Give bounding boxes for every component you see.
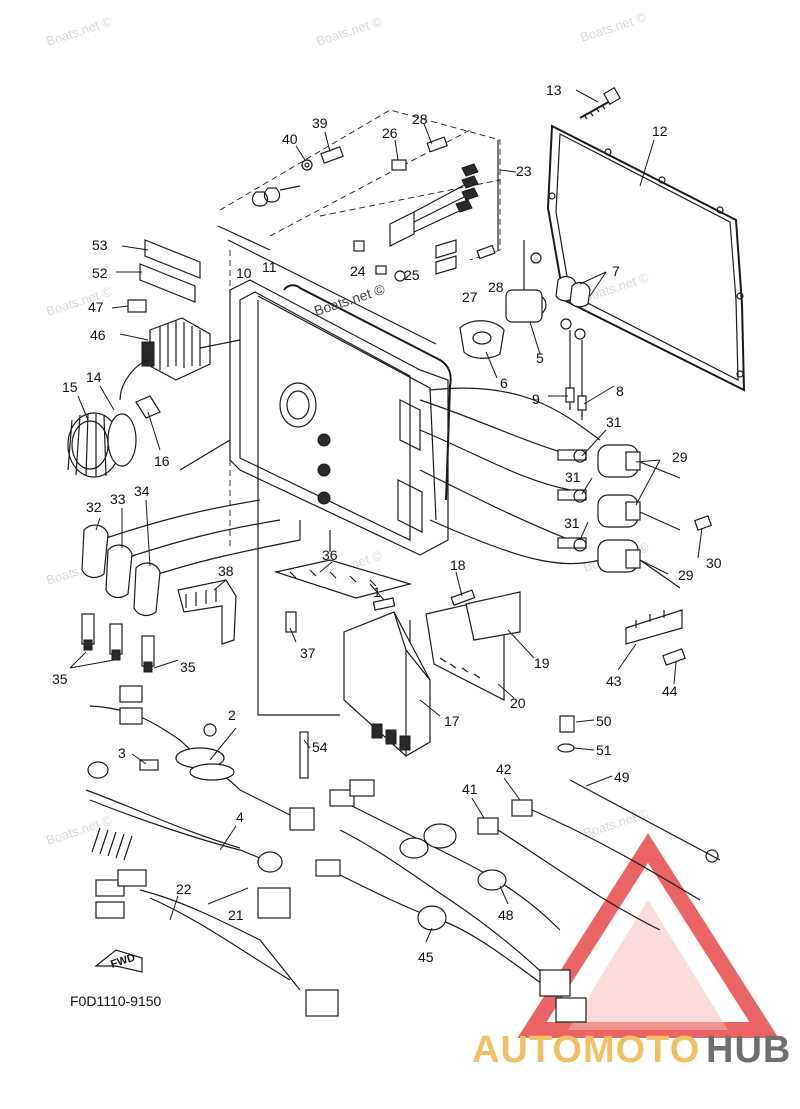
callout-label: 46	[90, 327, 106, 343]
plug-caps	[81, 499, 301, 673]
callout-label: 29	[672, 449, 688, 465]
callout-label: 22	[176, 881, 192, 897]
callout-label: 31	[564, 515, 580, 531]
bracket-43	[625, 609, 686, 666]
watermark: Boats.net ©	[578, 9, 648, 44]
callout-label: 33	[110, 491, 126, 507]
callout-label: 11	[262, 259, 277, 275]
callout-label: 31	[565, 469, 581, 485]
callout-label: 5	[536, 350, 544, 366]
callout-label: 7	[612, 263, 620, 279]
callout-label: 24	[350, 263, 366, 279]
drawing-code: F0D1110-9150	[70, 993, 162, 1009]
watermark: Boats.net ©	[314, 13, 384, 48]
cap-group	[67, 359, 161, 478]
logo-triangle-outer	[517, 833, 779, 1038]
callout-label: 17	[444, 713, 460, 729]
callout-label: 31	[606, 414, 622, 430]
coil-29-c	[557, 537, 681, 589]
harness-21-22	[94, 869, 339, 1017]
callout-label: 6	[500, 375, 508, 391]
callout-label: 43	[606, 673, 622, 689]
watermark: Boats.net ©	[44, 13, 114, 48]
callout-label: 30	[706, 555, 722, 571]
bolt-13	[579, 86, 622, 120]
harness-2	[89, 685, 315, 831]
callout-label: 37	[300, 645, 316, 661]
electrical-box	[229, 279, 452, 556]
callout-label: 35	[180, 659, 196, 675]
callout-label: 14	[86, 369, 102, 385]
brand-logo: AUTOMOTO HUB	[472, 833, 791, 1071]
cables-41-42-49	[477, 715, 721, 931]
callout-label: 54	[312, 739, 328, 755]
callout-label: 41	[462, 781, 478, 797]
watermark: Boats.net ©	[581, 805, 651, 840]
ignition-coils	[419, 387, 713, 589]
callout-label: 29	[678, 567, 694, 583]
regulator-group	[127, 239, 241, 381]
callout-label: 25	[404, 267, 420, 283]
callout-label: 35	[52, 671, 68, 687]
callout-label: 2	[228, 707, 236, 723]
relay-group	[459, 240, 591, 420]
gasket-12	[546, 124, 746, 392]
coil-29-a	[557, 444, 681, 479]
callout-label: 13	[546, 82, 562, 98]
callout-label: 45	[418, 949, 434, 965]
ecm-group	[299, 589, 521, 779]
callout-label: 27	[462, 289, 478, 305]
callout-label: 21	[228, 907, 244, 923]
callout-label: 28	[488, 279, 504, 295]
harness-45-48	[315, 779, 587, 1023]
callout-label: 12	[652, 123, 668, 139]
callout-label: 34	[134, 483, 150, 499]
callout-label: 4	[236, 809, 244, 825]
callout-labels: 1 2 3 4 5 6 7 8 9 10 11 12 13 14 15 16 1…	[52, 82, 722, 965]
callout-label: 1	[373, 584, 381, 600]
callout-label: 36	[322, 547, 338, 563]
callout-label: 26	[382, 125, 398, 141]
callout-label: 48	[498, 907, 514, 923]
callout-label: 8	[616, 383, 624, 399]
callout-label: 19	[534, 655, 550, 671]
brackets-36-38	[177, 559, 413, 645]
callout-label: 28	[412, 111, 428, 127]
callout-label: 42	[496, 761, 512, 777]
callout-label: 44	[662, 683, 678, 699]
callout-label: 23	[516, 163, 532, 179]
callout-label: 3	[118, 745, 126, 761]
callout-label: 49	[614, 769, 630, 785]
callout-label: 50	[596, 713, 612, 729]
callout-label: 38	[218, 563, 234, 579]
logo-text-secondary: HUB	[706, 1029, 791, 1071]
callout-label: 10	[236, 265, 252, 281]
callout-label: 9	[532, 391, 540, 407]
leader-lines	[69, 89, 703, 943]
coil-29-b	[557, 489, 681, 531]
callout-label: 20	[510, 695, 526, 711]
callout-label: 51	[596, 742, 612, 758]
logo-triangle-inner	[568, 900, 728, 1030]
callout-label: 47	[88, 299, 104, 315]
callout-label: 15	[62, 379, 78, 395]
watermark: Boats.net ©	[44, 283, 114, 318]
callout-label: 16	[154, 453, 170, 469]
callout-label: 52	[92, 265, 108, 281]
callout-label: 40	[282, 131, 298, 147]
callout-label: 18	[450, 557, 466, 573]
top-small-parts	[251, 136, 499, 282]
callout-label: 32	[86, 499, 102, 515]
callout-label: 53	[92, 237, 108, 253]
harness-4	[85, 761, 283, 873]
callout-label: 39	[312, 115, 328, 131]
logo-text-primary: AUTOMOTO	[472, 1029, 700, 1071]
